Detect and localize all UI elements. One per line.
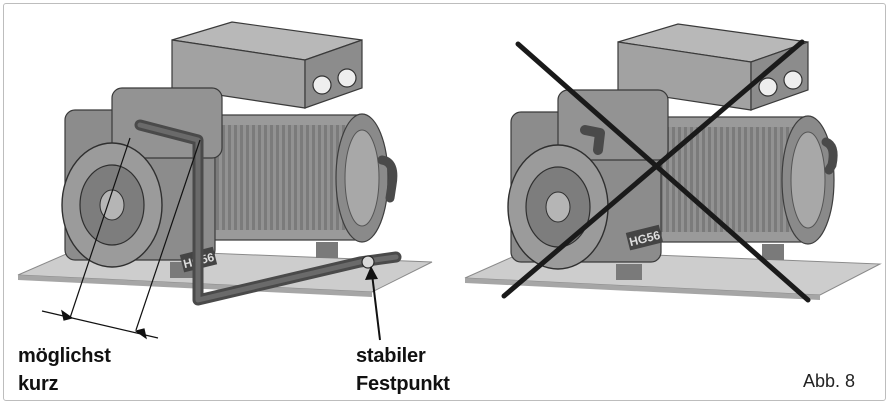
- compressor-correct-installation: HG56: [17, 21, 433, 341]
- model-badge: HG56: [625, 224, 664, 251]
- label-line: stabiler: [356, 345, 426, 367]
- mount-foot: [762, 244, 784, 260]
- compressor-head: [507, 89, 669, 270]
- compressor-incorrect-installation: HG56: [464, 23, 882, 303]
- mount-foot: [316, 242, 338, 258]
- label-line: Festpunkt: [356, 373, 450, 395]
- label-stable-fixed-point: stabiler Festpunkt: [356, 342, 450, 398]
- motor-housing: [199, 113, 389, 243]
- dimension-lines: [41, 137, 201, 340]
- incorrect-cross-mark: [501, 39, 811, 303]
- label-line: möglichst: [18, 345, 111, 367]
- figure-number: Abb. 8: [803, 371, 856, 391]
- discharge-pipe-stub: [580, 125, 605, 155]
- fixed-point-arrow: [365, 266, 381, 341]
- mount-foot: [616, 264, 642, 280]
- label-as-short-as-possible: möglichst kurz: [18, 342, 111, 398]
- figure-frame: [3, 3, 886, 401]
- fixed-point-clamp: [361, 255, 375, 269]
- label-line: kurz: [18, 373, 59, 395]
